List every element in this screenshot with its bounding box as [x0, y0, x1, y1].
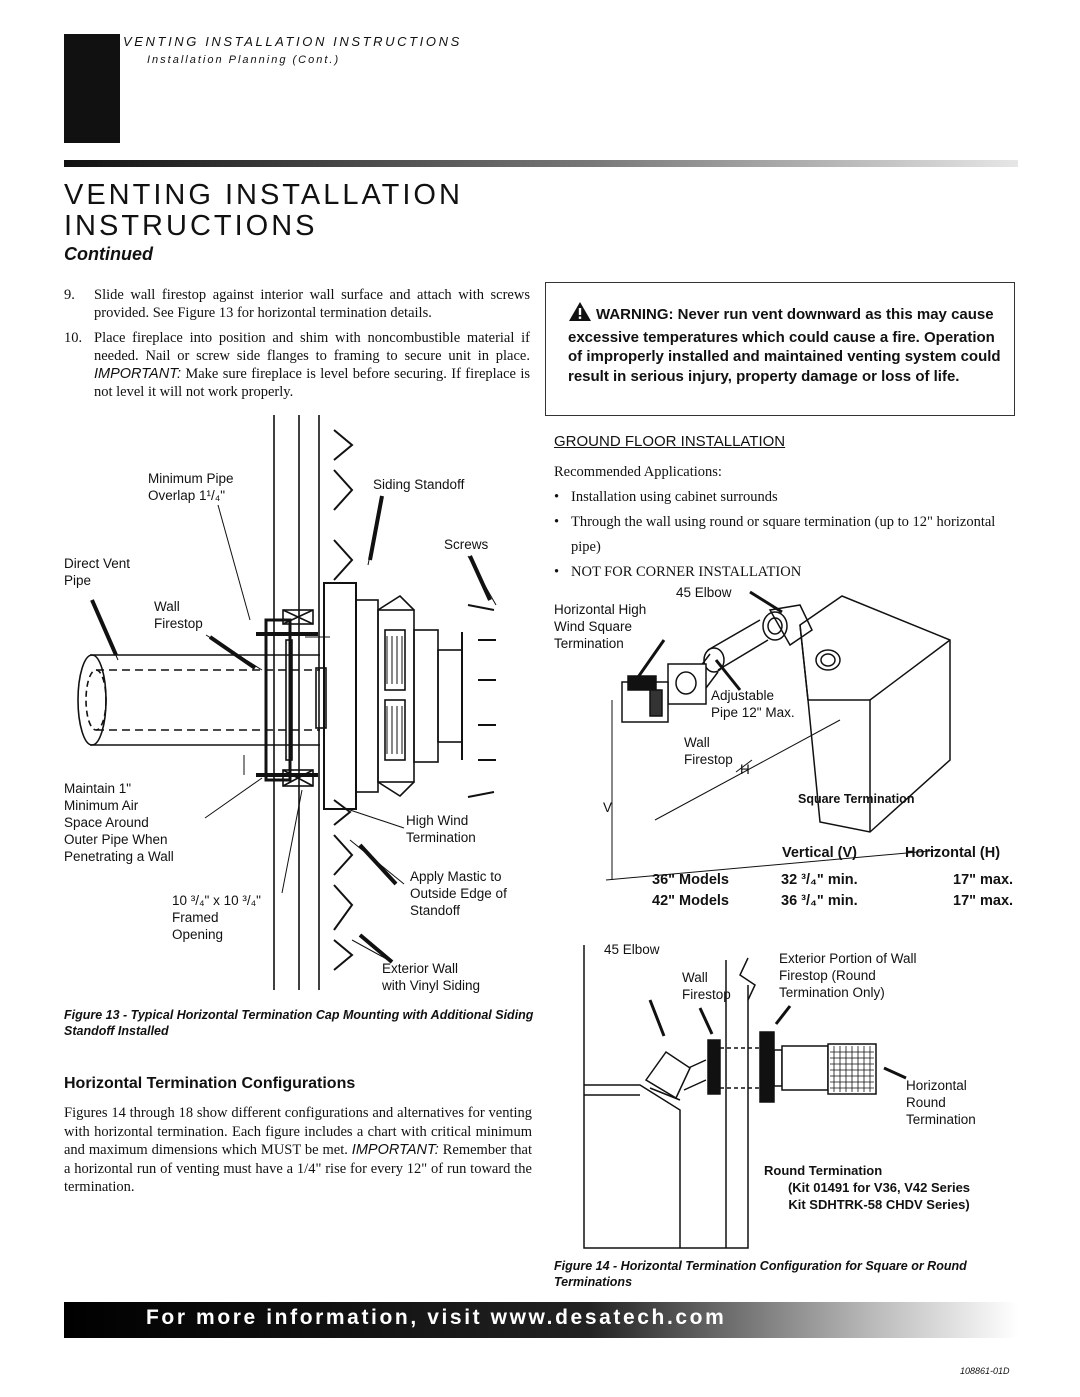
header-black-tab: [64, 34, 120, 143]
figure-14-round-diagram: [583, 945, 907, 1249]
table-row-36-v: 32 ³/₄" min.: [781, 872, 858, 888]
table-row-36-h: 17" max.: [953, 872, 1014, 888]
document-number: 108861-01D: [960, 1366, 1010, 1376]
table-row-42-model: 42" Models: [652, 893, 729, 909]
figure-13-caption: Figure 13 - Typical Horizontal Terminati…: [64, 1008, 534, 1038]
header-divider: [64, 160, 1018, 167]
warning-box: WARNING: Never run vent downward as this…: [545, 282, 1015, 416]
label-45-elbow-bottom: 45 Elbow: [604, 942, 660, 957]
label-screws: Screws: [444, 537, 489, 552]
header-section: VENTING INSTALLATION INSTRUCTIONS: [123, 34, 462, 49]
label-v: V: [603, 800, 613, 815]
figure-14-square-diagram: [605, 590, 951, 881]
label-siding-standoff: Siding Standoff: [373, 477, 465, 492]
label-square-termination: Square Termination: [798, 792, 915, 806]
label-h: H: [740, 762, 750, 777]
page-subtitle: Continued: [64, 244, 153, 264]
footer-text: For more information, visit www.desatech…: [146, 1306, 727, 1329]
table-row-36-model: 36" Models: [652, 872, 729, 888]
label-round-termination: Round Termination (Kit 01491 for V36, V4…: [764, 1163, 971, 1212]
step-item: 9. Slide wall firestop against interior …: [64, 287, 530, 321]
page-title: VENTING INSTALLATION INSTRUCTIONS: [64, 179, 463, 242]
list-item: Installation using cabinet surrounds: [554, 485, 1024, 510]
list-item: NOT FOR CORNER INSTALLATION: [554, 560, 1024, 585]
footer-bar: [64, 1302, 1018, 1338]
steps-list: 9. Slide wall firestop against interior …: [64, 286, 530, 408]
ground-floor-heading: GROUND FLOOR INSTALLATION: [554, 433, 786, 450]
htc-heading: Horizontal Termination Configurations: [64, 1075, 356, 1092]
table-row-42-v: 36 ³/₄" min.: [781, 893, 858, 909]
figure-14-caption: Figure 14 - Horizontal Termination Confi…: [554, 1259, 967, 1289]
warning-icon: [568, 301, 592, 328]
htc-body: Figures 14 through 18 show different con…: [64, 1105, 533, 1195]
table-head-horizontal: Horizontal (H): [905, 845, 1001, 861]
header-subsection: Installation Planning (Cont.): [147, 54, 341, 66]
figure-13-diagram: [77, 415, 497, 990]
label-45-elbow-top: 45 Elbow: [676, 585, 732, 600]
step-item: 10. Place fireplace into position and sh…: [64, 330, 530, 400]
list-item: Through the wall using round or square t…: [554, 510, 1024, 560]
table-head-vertical: Vertical (V): [782, 845, 857, 861]
recommended-applications: Recommended Applications: Installation u…: [554, 460, 1024, 585]
table-row-42-h: 17" max.: [953, 893, 1014, 909]
